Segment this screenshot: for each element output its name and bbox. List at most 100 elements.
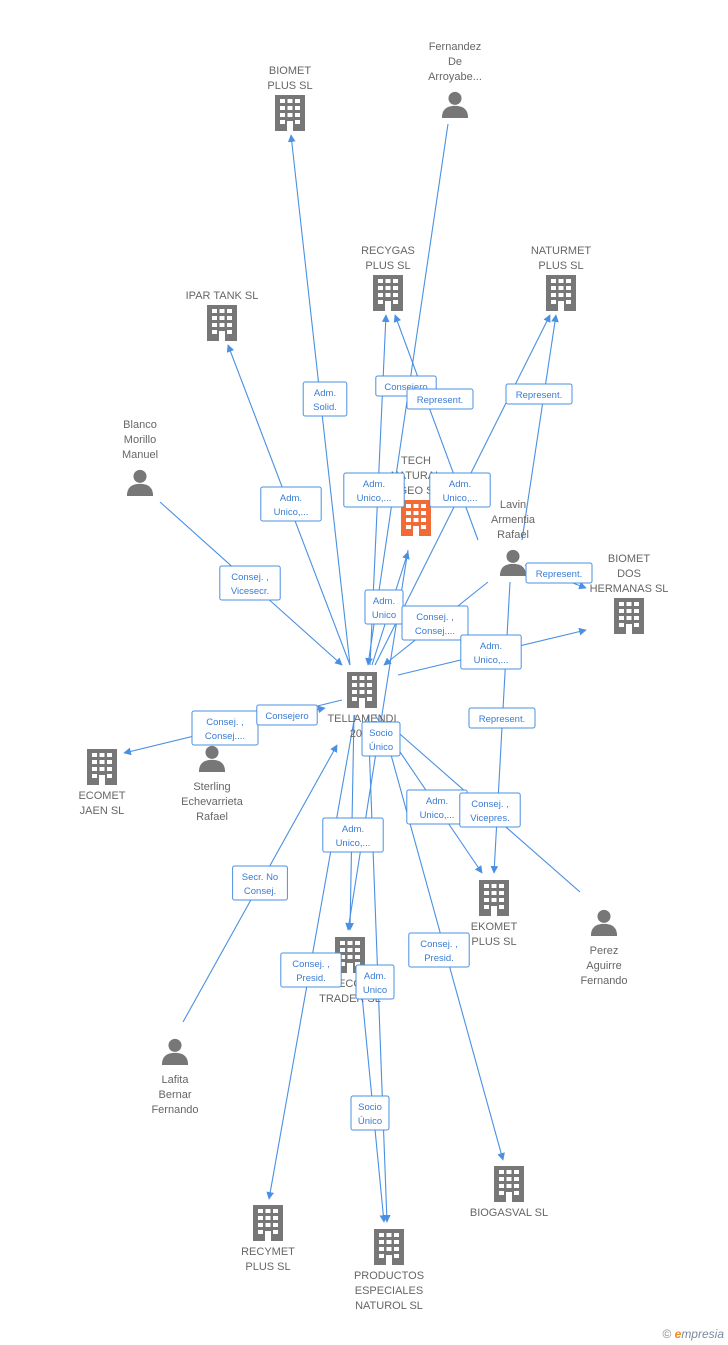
edge-label-box[interactable]: [525, 562, 593, 584]
edge-label-box[interactable]: [302, 381, 348, 417]
node-label-lafita: Bernar: [158, 1089, 191, 1101]
edge-label-tellamendi-to-tech[interactable]: Adm.Unico: [364, 589, 404, 625]
building-icon[interactable]: [253, 1205, 283, 1241]
node-label-biomet_plus: BIOMET: [269, 65, 311, 77]
building-icon[interactable]: [614, 598, 644, 634]
person-icon[interactable]: [198, 745, 226, 772]
edge-label-tellamendi-to-recymet[interactable]: Consej. ,Presid.: [280, 952, 342, 988]
person-icon[interactable]: [161, 1038, 189, 1065]
edge-label-sterling-to-tellamendi[interactable]: Consejero: [256, 704, 318, 726]
edge-label-lavin-to-naturmet[interactable]: Represent.: [505, 383, 573, 405]
edge-label-box[interactable]: [429, 472, 491, 508]
node-label-perez: Aguirre: [586, 960, 621, 972]
edge-label-tellamendi-to-biogasval[interactable]: Consej. ,Presid.: [408, 932, 470, 968]
edge-label-box[interactable]: [350, 1095, 390, 1131]
edge-label-lavin-to-ekomet[interactable]: Represent.: [468, 707, 536, 729]
edge-label-box[interactable]: [232, 865, 288, 901]
building-icon[interactable]: [373, 275, 403, 311]
edge-label-text: Adm.: [373, 596, 395, 607]
building-icon[interactable]: [494, 1166, 524, 1202]
edge-label-text: Consej. ,: [416, 612, 454, 623]
edge-label-blanco-to-tellamendi[interactable]: Consej. ,Vicesecr.: [219, 565, 281, 601]
edge-label-text: Adm.: [363, 479, 385, 490]
node-recymet[interactable]: RECYMET PLUS SL: [241, 1205, 295, 1273]
node-label-lavin: Armentia: [491, 514, 536, 526]
edge-label-box[interactable]: [401, 605, 469, 641]
edge-label-tellamendi-to-ipar[interactable]: Adm.Unico,...: [260, 486, 322, 522]
edge-label-tellamendi-to-biomet_plus[interactable]: Adm. Solid.: [302, 381, 348, 417]
edge-label-box[interactable]: [459, 792, 521, 828]
edge-label-tellamendi-to-eco_trader[interactable]: Adm.Unico,...: [322, 817, 384, 853]
edge-label-box[interactable]: [361, 721, 401, 757]
node-biogasval[interactable]: BIOGASVAL SL: [470, 1166, 548, 1219]
edge-label-tellamendi-to-biomet_dos[interactable]: Adm.Unico,...: [460, 634, 522, 670]
node-label-biomet_dos: HERMANAS SL: [590, 583, 669, 595]
edge-label-text: Único: [369, 742, 393, 753]
node-fernandez[interactable]: FernandezDeArroyabe...: [428, 41, 482, 118]
node-label-recygas: PLUS SL: [365, 260, 410, 272]
edge-label-perez-to-tellamendi[interactable]: Consej. ,Vicepres.: [459, 792, 521, 828]
node-label-lafita: Fernando: [151, 1104, 198, 1116]
edge-label-box[interactable]: [191, 710, 259, 746]
edge-label-box[interactable]: [219, 565, 281, 601]
edge-label-box[interactable]: [322, 817, 384, 853]
edge-label-lavin-to-biomet_dos[interactable]: Represent.: [525, 562, 593, 584]
edge-label-lavin-to-tellamendi[interactable]: Consej. ,Consej....: [401, 605, 469, 641]
edge-label-tellamendi-to-naturmet[interactable]: Adm.Unico,...: [429, 472, 491, 508]
node-ipar[interactable]: IPAR TANK SL: [186, 290, 259, 341]
node-label-recymet: RECYMET: [241, 1246, 295, 1258]
building-icon[interactable]: [207, 305, 237, 341]
edge-label-text: Unico,...: [420, 810, 455, 821]
building-icon[interactable]: [275, 95, 305, 131]
building-icon[interactable]: [347, 672, 377, 708]
node-label-naturmet: NATURMET: [531, 245, 592, 257]
edge-label-box[interactable]: [406, 388, 474, 410]
building-icon[interactable]: [374, 1229, 404, 1265]
edge-label-tellamendi-to-ekomet[interactable]: Adm.Unico,...: [406, 789, 468, 825]
person-icon[interactable]: [441, 91, 469, 118]
person-icon[interactable]: [590, 909, 618, 936]
edge-label-box[interactable]: [505, 383, 573, 405]
edge-label-tellamendi-to-productos[interactable]: Adm.Unico: [355, 964, 395, 1000]
edge-label-box[interactable]: [256, 704, 318, 726]
edge-label-box[interactable]: [460, 634, 522, 670]
edge-label-text: Solid.: [313, 402, 337, 413]
edge-label-text: Vicesecr.: [231, 586, 269, 597]
edge-label-box[interactable]: [260, 486, 322, 522]
person-icon[interactable]: [126, 469, 154, 496]
nodes-layer: TELLAMENDI2020TECHNATURALGEO SBIOMETPLUS…: [78, 41, 668, 1312]
person-icon[interactable]: [499, 549, 527, 576]
building-icon[interactable]: [479, 880, 509, 916]
building-icon[interactable]: [546, 275, 576, 311]
edge-label-box[interactable]: [355, 964, 395, 1000]
focus-building-icon[interactable]: [401, 500, 431, 536]
building-icon[interactable]: [87, 749, 117, 785]
node-biomet_plus[interactable]: BIOMET PLUS SL: [267, 65, 313, 131]
edge-label-box[interactable]: [408, 932, 470, 968]
edge-label-text: Adm.: [314, 388, 336, 399]
edge-label-box[interactable]: [343, 472, 405, 508]
edge-label-lavin-to-recygas[interactable]: Represent.: [406, 388, 474, 410]
node-label-productos: NATUROL SL: [355, 1300, 423, 1312]
edge-label-tellamendi-to-recygas[interactable]: Adm.Unico,...: [343, 472, 405, 508]
edge-label-tellamendi-to-ecomet[interactable]: Consej. ,Consej....: [191, 710, 259, 746]
edge-label-box[interactable]: [468, 707, 536, 729]
edge-label-box[interactable]: [280, 952, 342, 988]
node-label-recymet: PLUS SL: [245, 1261, 290, 1273]
node-label-biomet_plus: PLUS SL: [267, 80, 312, 92]
